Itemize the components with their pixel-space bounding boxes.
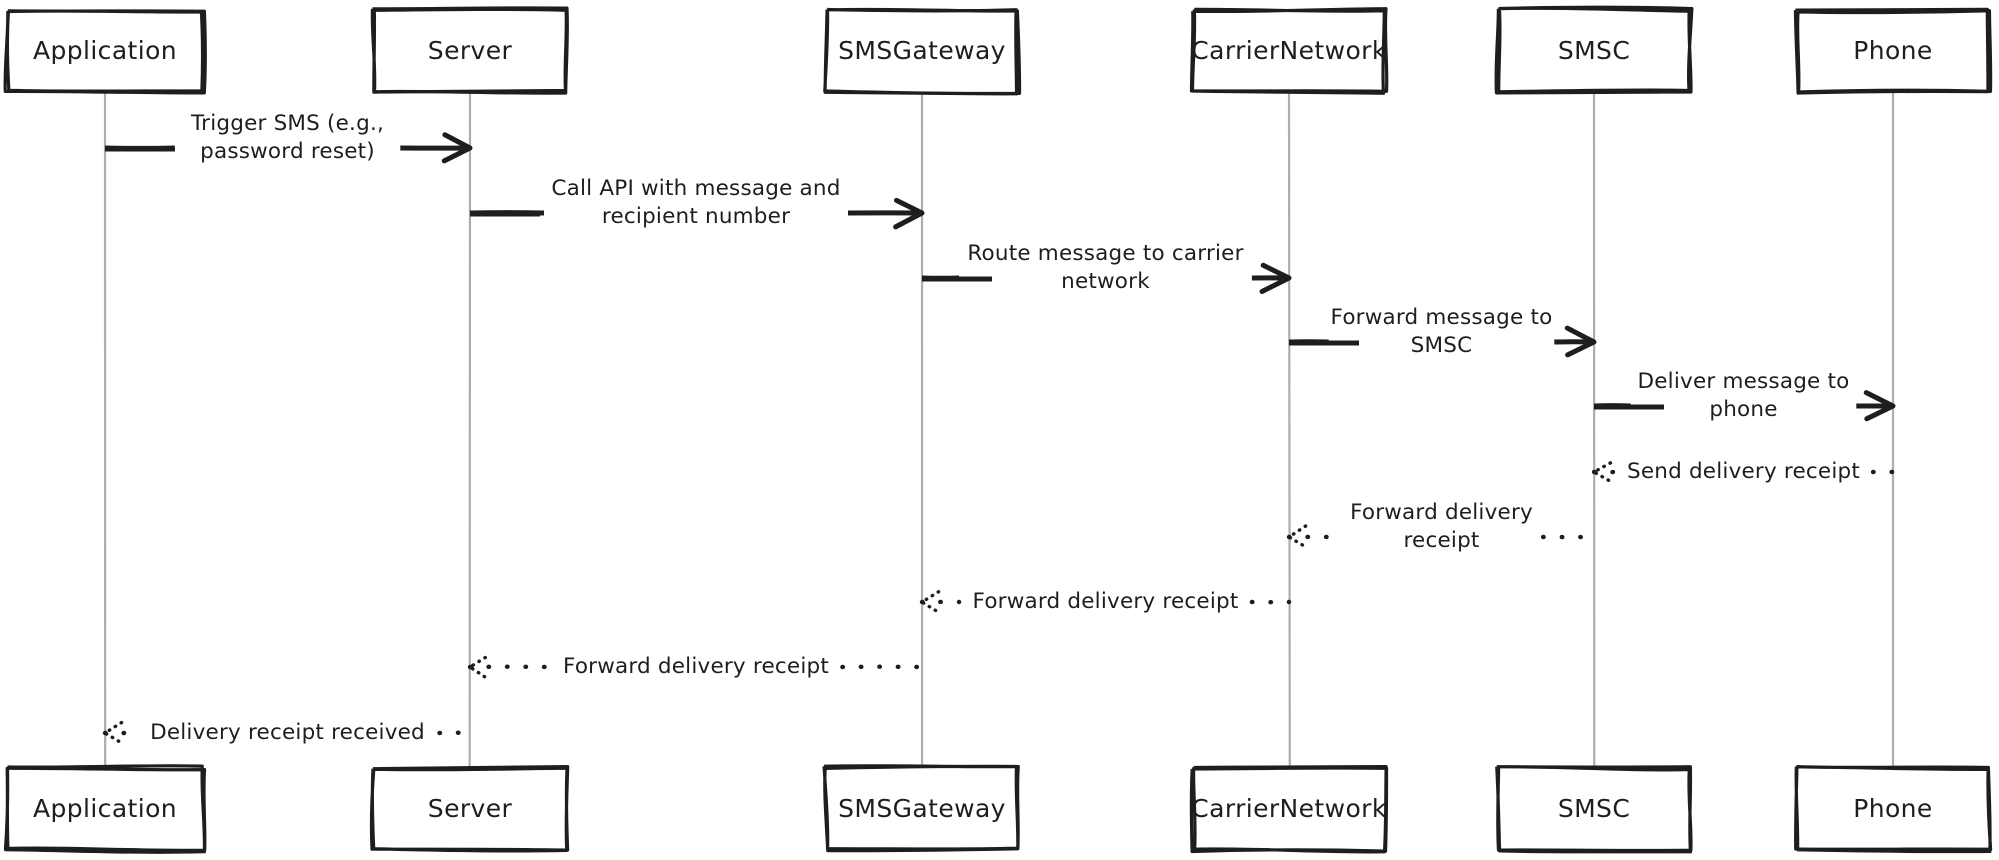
participant-box-outline: [1794, 765, 1993, 854]
message-6-phone-to-smsc[interactable]: Send delivery receipt: [1591, 459, 1896, 484]
message-label: Delivery receipt received: [150, 720, 425, 745]
message-label: Forward message to: [1331, 305, 1553, 330]
message-label: receipt: [1403, 528, 1479, 553]
message-arrowhead: [1592, 461, 1613, 484]
participant-phone-bottom[interactable]: Phone: [1794, 765, 1993, 854]
message-4-carriernetwork-to-smsc[interactable]: Forward message to SMSC: [1288, 305, 1597, 358]
message-5-smsc-to-phone[interactable]: Deliver message to phone: [1593, 369, 1896, 422]
message-arrowhead: [1259, 262, 1292, 295]
messages-layer: Trigger SMS (e.g., password reset) Call AP…: [102, 111, 1896, 745]
participant-label-application: Application: [33, 794, 177, 823]
message-8-carriernetwork-to-smsgateway[interactable]: Forward delivery receipt: [919, 589, 1292, 614]
message-arrowhead: [1564, 325, 1597, 358]
participant-server-top[interactable]: Server: [370, 6, 569, 95]
participant-label-phone: Phone: [1853, 794, 1932, 823]
participant-box-outline: [369, 764, 570, 853]
participant-label-phone: Phone: [1853, 36, 1932, 65]
participant-box-outline: [822, 764, 1020, 853]
message-label: phone: [1709, 397, 1777, 422]
participant-server-bottom[interactable]: Server: [369, 764, 570, 853]
message-label: Call API with message and: [551, 176, 840, 201]
participant-carriernetwork-top[interactable]: CarrierNetwork: [1189, 7, 1389, 95]
message-label: Route message to carrier: [967, 241, 1243, 266]
message-3-smsgateway-to-carriernetwork[interactable]: Route message to carrier network: [921, 241, 1292, 295]
message-arrowhead: [1863, 390, 1896, 422]
message-arrowhead: [441, 132, 473, 164]
message-label: SMSC: [1411, 333, 1473, 358]
message-label: password reset): [200, 139, 375, 164]
message-1-application-to-server[interactable]: Trigger SMS (e.g., password reset): [104, 111, 473, 164]
message-arrowhead: [893, 197, 925, 230]
participant-box-outline: [1189, 7, 1389, 95]
message-arrowhead: [920, 590, 941, 614]
participant-smsc-bottom[interactable]: SMSC: [1495, 765, 1693, 854]
participant-smsgateway-bottom[interactable]: SMSGateway: [822, 764, 1020, 853]
participant-label-smsgateway: SMSGateway: [838, 794, 1006, 823]
lifeline-carriernetwork: [1287, 91, 1291, 769]
message-label: Deliver message to: [1638, 369, 1850, 394]
message-label: recipient number: [602, 204, 790, 229]
participant-box-outline: [1793, 7, 1993, 95]
participant-label-smsc: SMSC: [1558, 794, 1630, 823]
participant-label-server: Server: [428, 794, 513, 823]
participant-application-top[interactable]: Application: [3, 9, 207, 95]
message-2-server-to-smsgateway[interactable]: Call API with message and recipient numbe…: [469, 176, 925, 230]
participant-label-carriernetwork: CarrierNetwork: [1191, 794, 1387, 823]
message-label: network: [1061, 269, 1150, 294]
participant-label-smsgateway: SMSGateway: [838, 36, 1006, 65]
bottom-participants-layer: Application Server SMSGateway CarrierNetwor…: [3, 764, 1993, 854]
participant-label-smsc: SMSC: [1558, 36, 1630, 65]
participant-label-server: Server: [428, 36, 513, 65]
message-label: Forward delivery receipt: [563, 654, 829, 679]
message-label: Trigger SMS (e.g.,: [190, 111, 384, 136]
participant-phone-top[interactable]: Phone: [1793, 7, 1993, 95]
participant-box-outline: [370, 6, 569, 95]
message-arrowhead: [1287, 524, 1308, 548]
participant-box-outline: [823, 7, 1022, 96]
participant-smsgateway-top[interactable]: SMSGateway: [823, 7, 1022, 96]
participant-application-bottom[interactable]: Application: [3, 764, 207, 854]
message-7-smsc-to-carriernetwork[interactable]: Forward delivery receipt: [1286, 500, 1597, 553]
participant-label-application: Application: [33, 36, 177, 65]
top-participants-layer: Application Server SMSGateway CarrierNetwor…: [3, 5, 1993, 96]
participant-smsc-top[interactable]: SMSC: [1494, 5, 1694, 95]
message-label: Send delivery receipt: [1627, 459, 1860, 484]
message-arrowhead: [468, 655, 488, 680]
lifelines-layer: [103, 91, 1895, 769]
participant-box-outline: [1495, 765, 1693, 854]
participant-box-outline: [1494, 5, 1694, 95]
message-arrowhead: [103, 720, 124, 745]
message-label: Forward delivery: [1350, 500, 1533, 525]
participant-box-outline: [3, 9, 207, 95]
message-label: Forward delivery receipt: [973, 589, 1239, 614]
participant-box-outline: [1189, 765, 1389, 854]
participant-box-outline: [3, 764, 207, 854]
message-9-smsgateway-to-server[interactable]: Forward delivery receipt: [467, 654, 925, 680]
participant-label-carriernetwork: CarrierNetwork: [1191, 36, 1387, 65]
message-10-server-to-application[interactable]: Delivery receipt received: [102, 720, 473, 745]
participant-carriernetwork-bottom[interactable]: CarrierNetwork: [1189, 765, 1389, 854]
